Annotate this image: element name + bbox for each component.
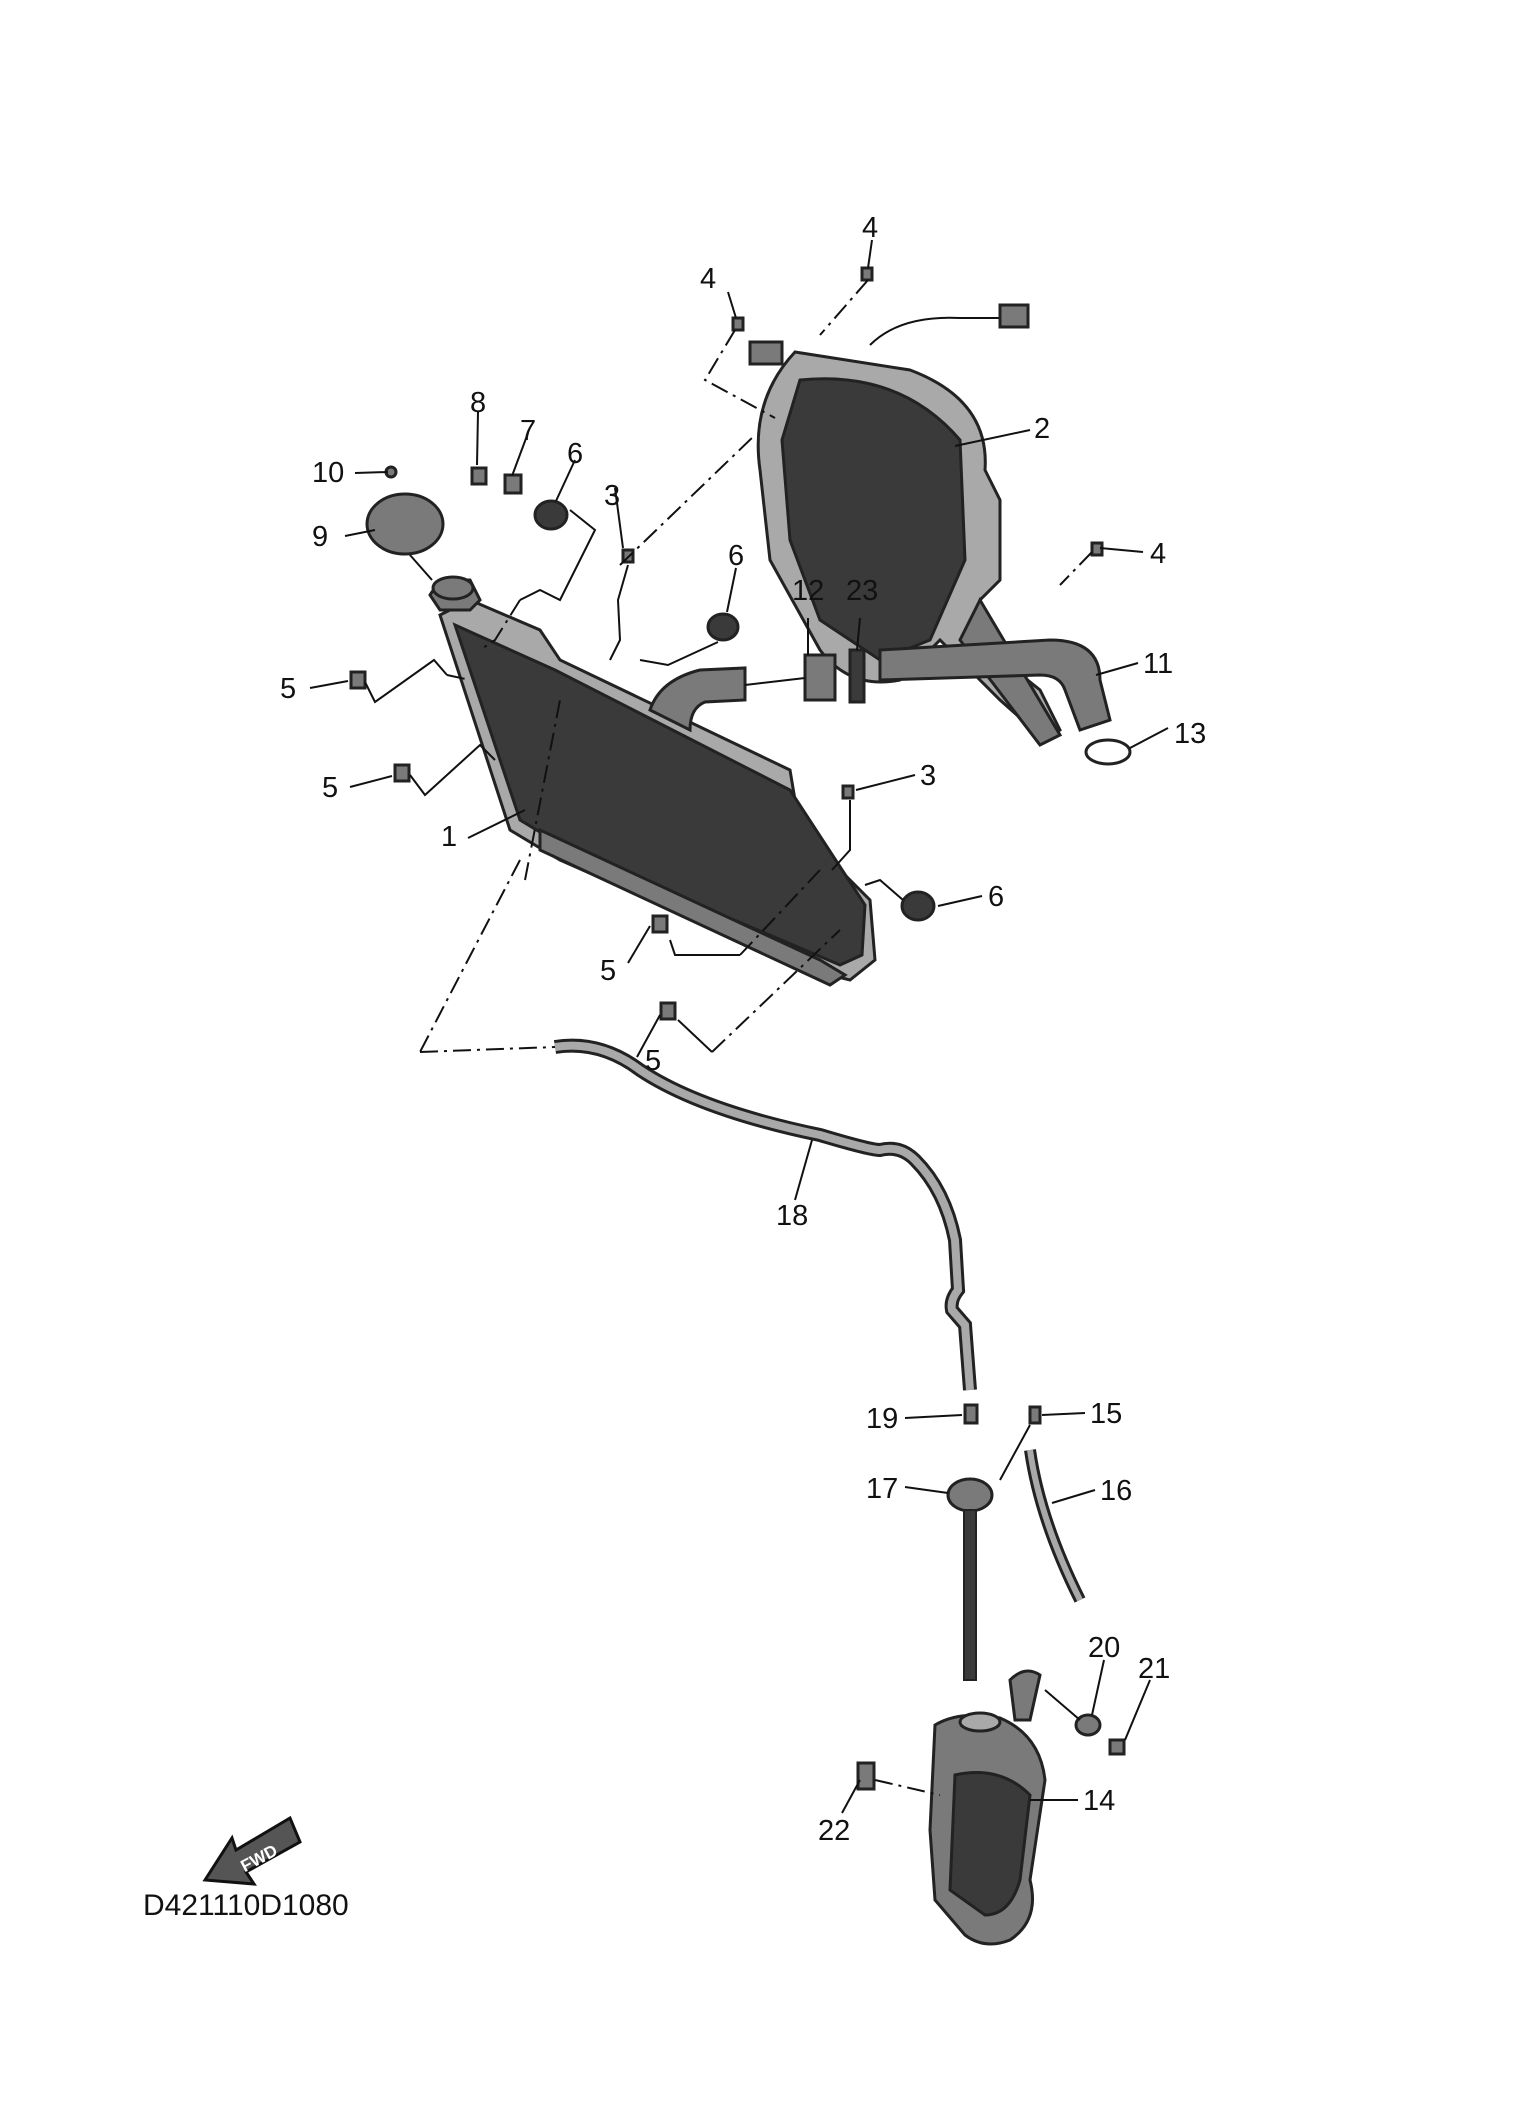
part-12-joint [803, 653, 837, 702]
callout-10: 10 [312, 457, 344, 489]
diagram-code: D421110D1080 [143, 1889, 349, 1922]
callout-18: 18 [776, 1200, 808, 1232]
callout-6-top: 6 [567, 438, 583, 470]
leader-lines [309, 239, 1169, 1814]
callout-19: 19 [866, 1403, 898, 1435]
part-23-clamp [848, 648, 866, 704]
callout-7: 7 [520, 415, 536, 447]
callout-2: 2 [1034, 413, 1050, 445]
callout-5-d: 5 [645, 1045, 661, 1077]
fasteners [349, 266, 1104, 1021]
callout-1: 1 [441, 821, 457, 853]
callout-16: 16 [1100, 1475, 1132, 1507]
callout-8: 8 [470, 387, 486, 419]
callout-4-left: 4 [700, 263, 716, 295]
part-13-clamp [1084, 738, 1132, 766]
callout-4-right: 4 [1150, 538, 1166, 570]
fwd-arrow-icon: FWD [202, 1815, 302, 1886]
callout-20: 20 [1088, 1632, 1120, 1664]
callout-5-a: 5 [280, 673, 296, 705]
callout-5-b: 5 [322, 772, 338, 804]
callout-21: 21 [1138, 1653, 1170, 1685]
callout-12: 12 [792, 575, 824, 607]
callout-23: 23 [846, 575, 878, 607]
part-18-hose [553, 1038, 977, 1391]
part-20-grommet [1074, 1713, 1102, 1737]
part-14-reservoir [928, 1669, 1047, 1946]
part-21-bolt [1108, 1738, 1126, 1756]
callout-3-top: 3 [604, 480, 620, 512]
part-19-clip [963, 1403, 979, 1425]
callout-4-top: 4 [862, 212, 878, 244]
part-22-bolt [856, 1761, 876, 1791]
callout-22: 22 [818, 1815, 850, 1847]
part-9-cap [365, 492, 445, 556]
callout-14: 14 [1083, 1785, 1115, 1817]
part-17-cap [946, 1477, 994, 1681]
callout-13: 13 [1174, 718, 1206, 750]
callout-3-mid: 3 [920, 760, 936, 792]
callout-6-low: 6 [988, 881, 1004, 913]
callout-15: 15 [1090, 1398, 1122, 1430]
part-11-hose [878, 638, 1112, 732]
callout-labels: 4 4 2 4 8 7 6 10 3 9 6 12 23 11 5 13 3 5… [280, 212, 1206, 1847]
callout-9: 9 [312, 521, 328, 553]
part-16-hose [1024, 1449, 1086, 1603]
callout-6-mid: 6 [728, 540, 744, 572]
callout-17: 17 [866, 1473, 898, 1505]
callout-5-c: 5 [600, 955, 616, 987]
part-15-clip [1028, 1405, 1042, 1425]
callout-11: 11 [1143, 648, 1173, 680]
